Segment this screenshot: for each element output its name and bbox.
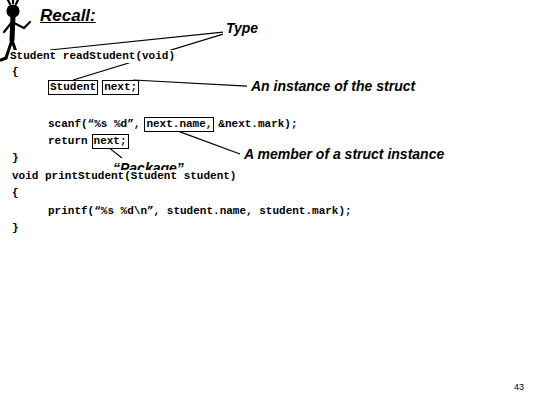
code-line: { <box>12 66 19 79</box>
slide-title: Recall: <box>40 6 96 26</box>
code-token: next.name, <box>146 118 212 131</box>
code-token: next; <box>94 135 127 148</box>
boxed-code: next; <box>102 80 139 95</box>
boxed-code: next.name, <box>144 117 214 132</box>
code-line: scanf(“%s %d”, <box>48 118 140 131</box>
code-line: { <box>12 187 19 200</box>
code-line: } <box>12 152 19 165</box>
code-line: Student readStudent(void) <box>10 50 175 63</box>
boxed-code: Student <box>48 80 98 95</box>
code-token: Student <box>50 81 96 94</box>
page-number: 43 <box>514 382 524 392</box>
leader-line <box>179 132 240 154</box>
code-token: next; <box>104 81 137 94</box>
leader-line <box>50 32 223 50</box>
code-line: printf(“%s %d\n”, student.name, student.… <box>48 205 352 218</box>
callout-label: An instance of the struct <box>250 78 416 94</box>
callout-label: A member of a struct instance <box>243 146 445 162</box>
code-line: } <box>12 222 19 235</box>
leader-line <box>133 80 247 86</box>
boxed-code: next; <box>92 134 129 149</box>
code-line: return <box>48 135 88 148</box>
code-line: void printStudent(Student student) <box>12 170 236 183</box>
leader-line <box>110 149 122 158</box>
callout-label: Type <box>225 20 259 36</box>
code-line: &next.mark); <box>218 118 297 131</box>
